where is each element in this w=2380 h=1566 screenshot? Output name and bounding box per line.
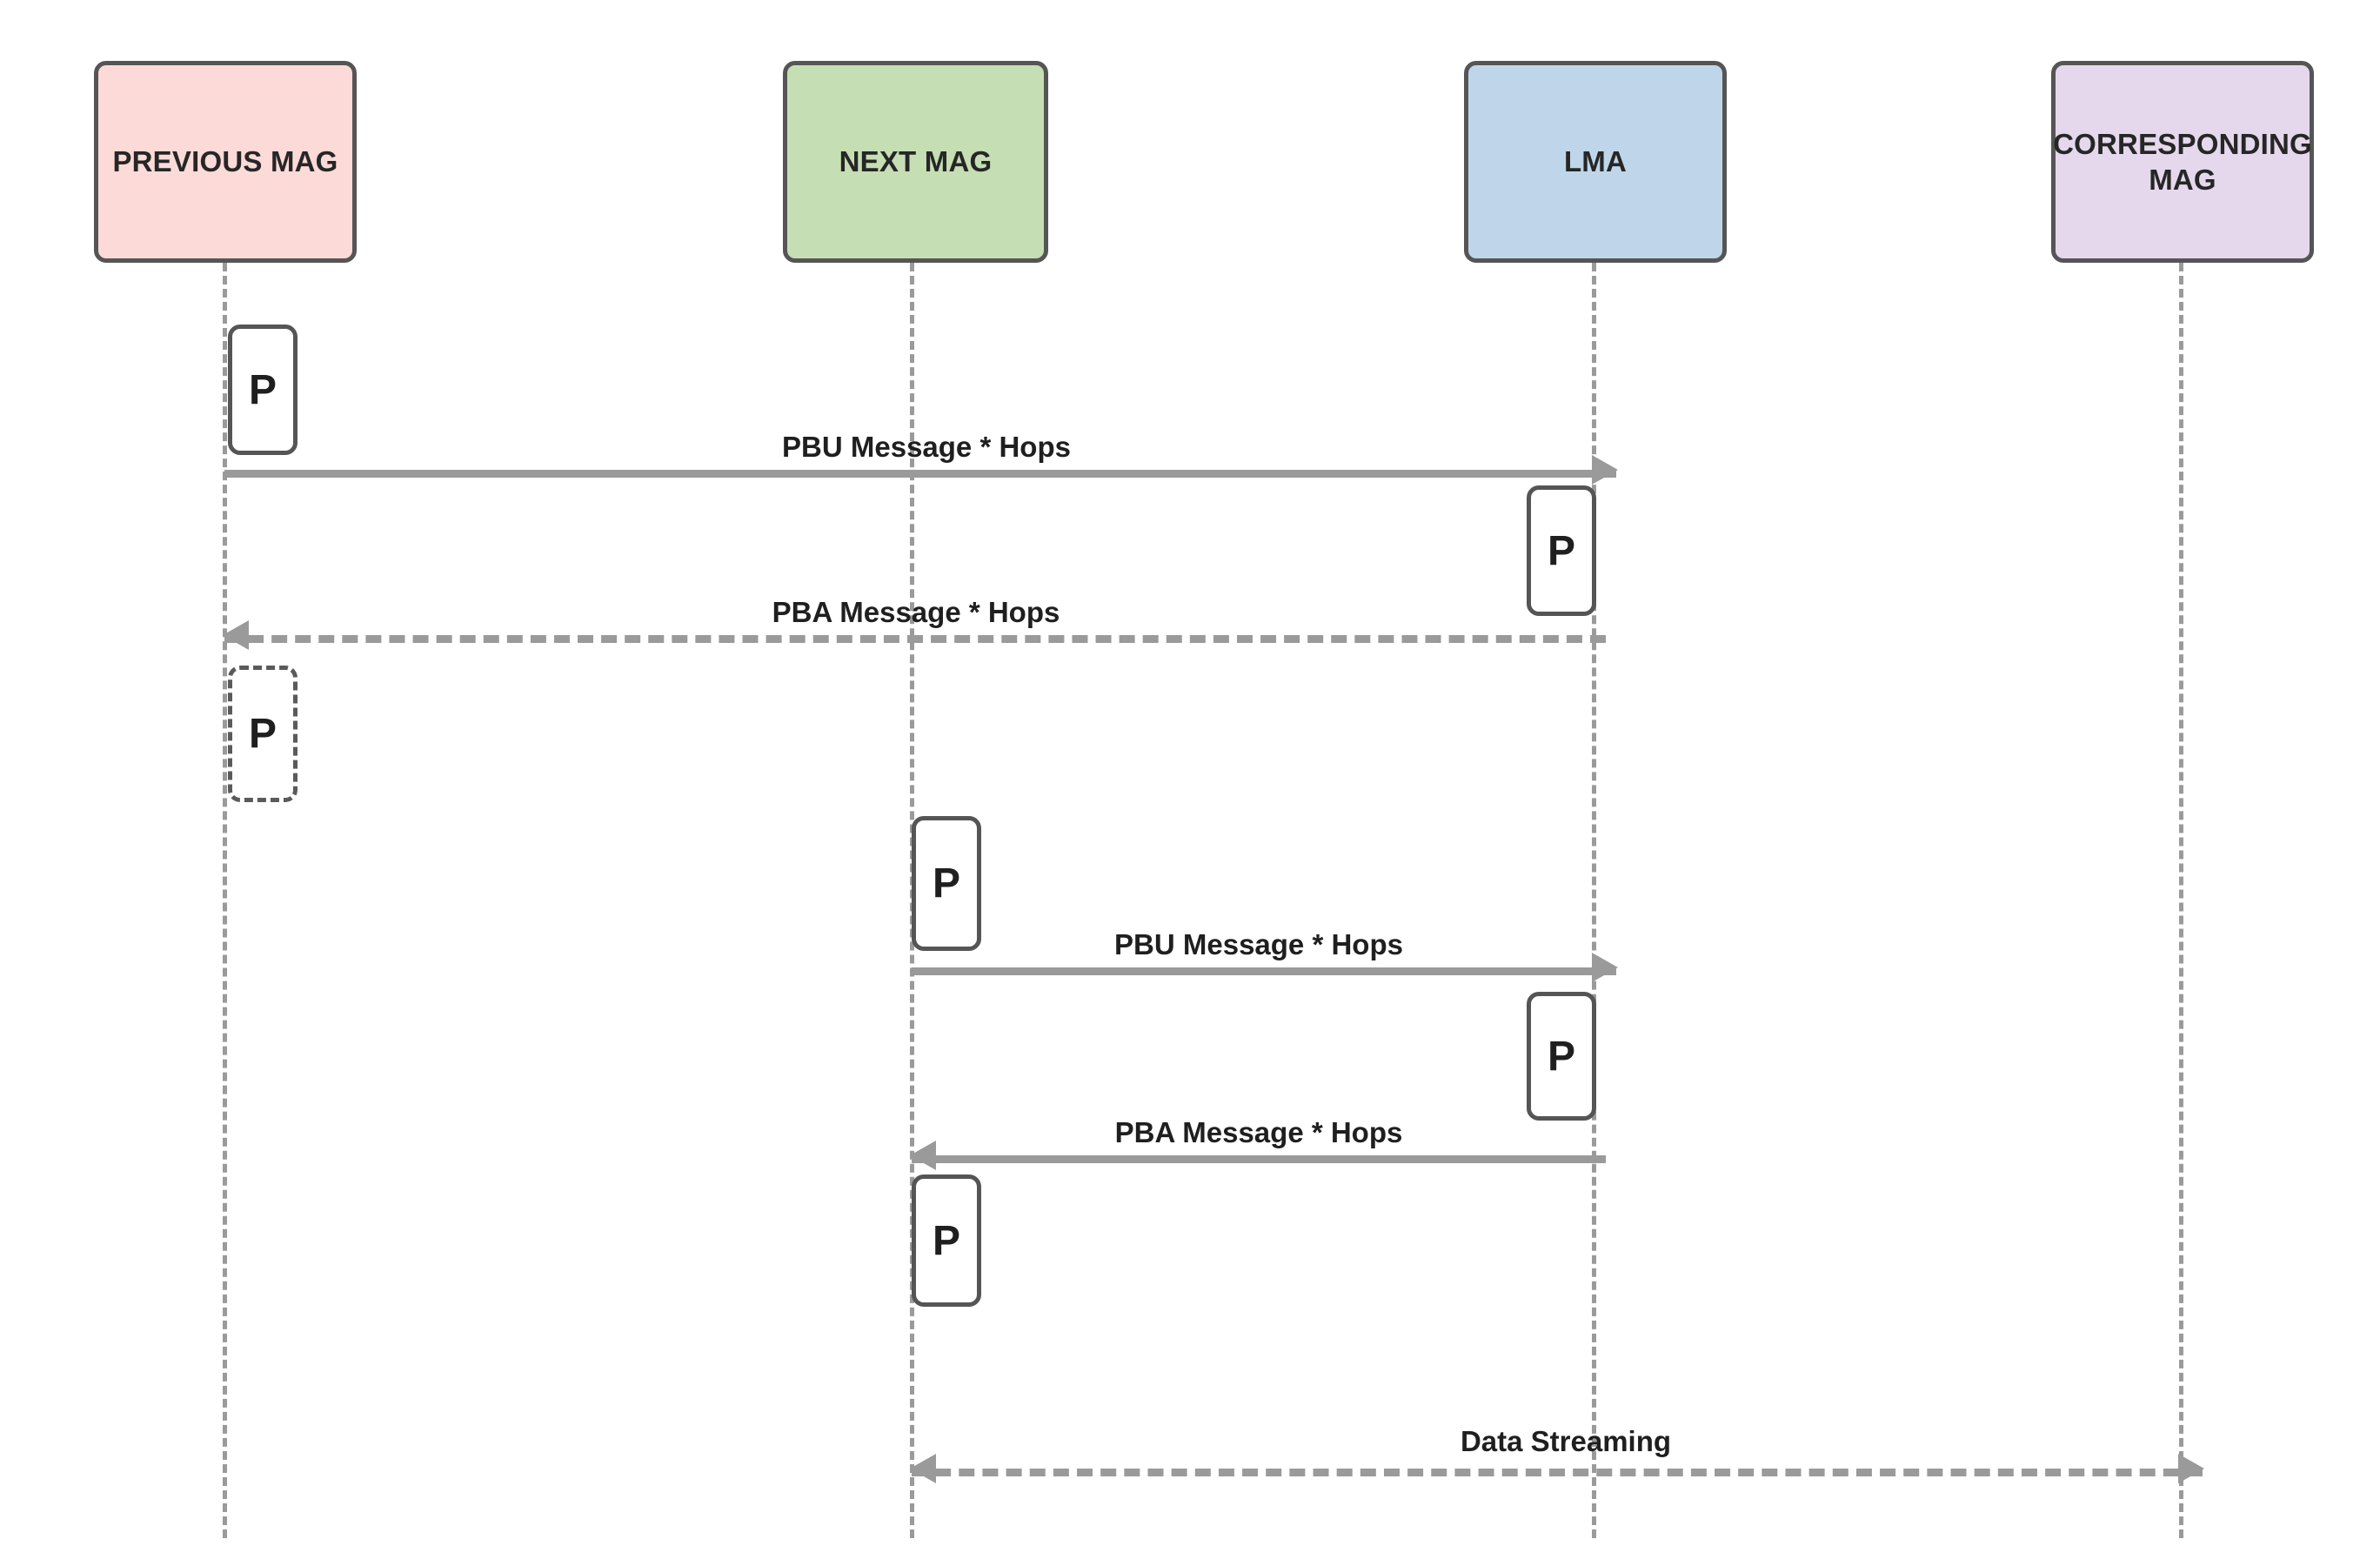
activation-label: P [932,860,960,907]
activation-label: P [932,1217,960,1264]
lifeline-corresponding-mag [2179,263,2183,1538]
participant-label-previous-mag: PREVIOUS MAG [112,145,338,178]
activation-box-next-mag-2[interactable]: P [912,1174,981,1307]
message-line [912,1155,1606,1163]
message-label-pba-2: PBA Message * Hops [1114,1116,1403,1148]
message-line [912,1469,2203,1476]
activation-label: P [248,711,277,757]
arrowhead-right-icon [1592,953,1618,982]
arrowhead-right-icon [1592,455,1618,485]
message-line [224,635,1606,643]
participant-corresponding-mag[interactable]: CORRESPONDING MAG [2051,61,2314,263]
activation-box-next-mag-1[interactable]: P [912,816,981,951]
lifeline-previous-mag [223,263,227,1538]
message-line [224,470,1616,478]
arrowhead-left-icon [910,1141,936,1170]
participant-label-lma: LMA [1563,145,1628,178]
message-label-data-streaming: Data Streaming [1460,1425,1672,1457]
message-label-pbu-1: PBU Message * Hops [782,431,1071,463]
activation-box-previous-mag-1[interactable]: P [228,325,298,455]
message-line [912,967,1616,975]
participant-label-next-mag: NEXT MAG [839,145,993,178]
arrowhead-left-icon [223,620,249,650]
participant-next-mag[interactable]: NEXT MAG [783,61,1048,263]
activation-label: P [1547,1033,1575,1080]
arrowhead-right-icon [2178,1454,2204,1483]
participant-previous-mag[interactable]: PREVIOUS MAG [94,61,357,263]
activation-label: P [248,366,277,413]
activation-box-previous-mag-2[interactable]: P [228,666,298,802]
participant-lma[interactable]: LMA [1464,61,1727,263]
message-label-pba-1: PBA Message * Hops [772,596,1060,628]
message-label-pbu-2: PBU Message * Hops [1114,928,1403,960]
activation-label: P [1547,527,1575,574]
activation-box-lma-1[interactable]: P [1527,485,1596,616]
lifeline-lma [1592,263,1596,1538]
activation-box-lma-2[interactable]: P [1527,992,1596,1121]
arrowhead-left-icon [910,1454,936,1483]
participant-label-corresponding-mag: CORRESPONDING MAG [2053,127,2312,196]
